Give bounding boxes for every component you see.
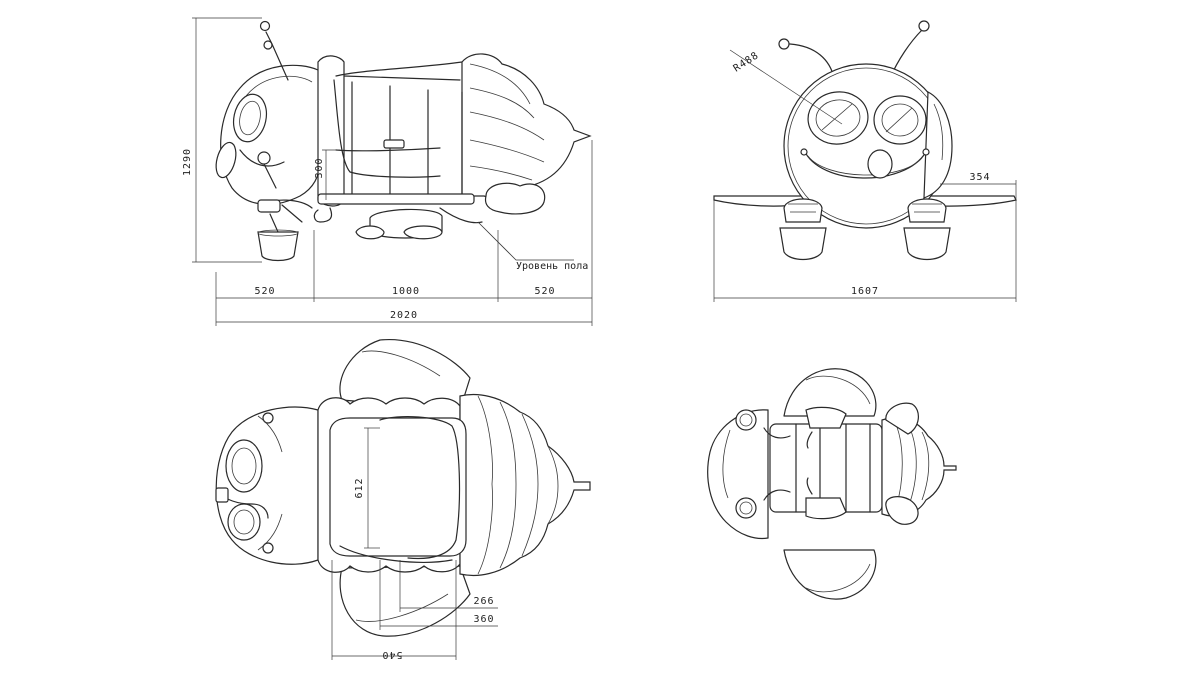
height-label: 1290 (182, 148, 193, 176)
seat-length-label: 612 (354, 477, 365, 498)
bottom-wings (783, 368, 877, 600)
segment-left-label: 520 (254, 286, 275, 297)
wing-offset-label: 354 (969, 172, 990, 183)
side-view: 1290 300 Уровень пола 520 1000 520 2020 (182, 17, 593, 326)
bottom-view (707, 368, 957, 600)
side-leg (257, 199, 313, 262)
front-head (783, 63, 953, 229)
front-view: R488 354 1607 (713, 20, 1017, 302)
total-width-label: 1607 (851, 286, 879, 297)
segment-right-label: 520 (534, 286, 555, 297)
segment-mid-label: 1000 (392, 286, 420, 297)
front-feet (779, 198, 951, 261)
dim-b-label: 360 (473, 614, 494, 625)
front-dimensions (713, 49, 1017, 302)
side-dimensions (192, 17, 593, 326)
side-antenna (259, 20, 289, 81)
top-head (215, 406, 319, 565)
top-view: 612 266 360 540 (215, 338, 591, 660)
total-length-label: 2020 (390, 310, 418, 321)
top-wings (339, 338, 471, 637)
seat-width-label: 540 (381, 649, 402, 660)
side-head (215, 64, 321, 205)
top-body (317, 393, 591, 577)
bottom-body (763, 402, 957, 525)
seat-height-label: 300 (314, 157, 325, 178)
side-body (313, 53, 592, 261)
floor-level-label: Уровень пола (516, 261, 588, 272)
top-dimensions (331, 427, 498, 660)
dim-a-label: 266 (473, 596, 494, 607)
bottom-head (707, 409, 769, 540)
